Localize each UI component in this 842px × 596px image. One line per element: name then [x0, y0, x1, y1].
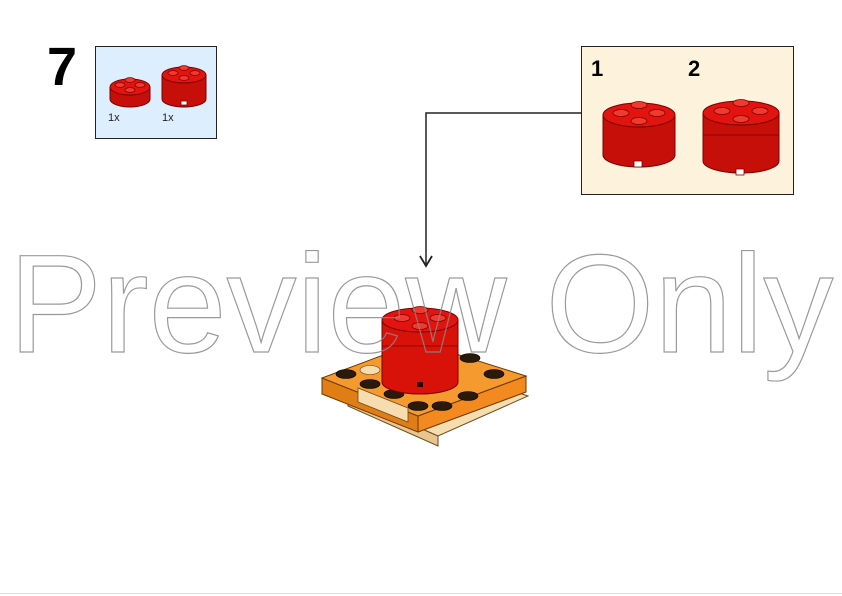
- sub-step-number-1: 1: [591, 56, 604, 81]
- sub-step-number-2: 2: [688, 56, 701, 81]
- part-qty-2: 1x: [162, 112, 174, 124]
- sub-step-1-brick-icon: [602, 101, 676, 168]
- bottom-divider: [0, 593, 842, 594]
- assembled-model-illustration: [320, 306, 530, 447]
- round-brick-tall-icon: [161, 65, 207, 108]
- watermark-text: Preview Only: [9, 225, 834, 382]
- sub-step-2-brick-icon: [702, 99, 780, 176]
- parts-list: 1x 1x: [95, 46, 217, 139]
- round-brick-small-icon: [109, 77, 151, 108]
- part-qty-1: 1x: [108, 112, 120, 124]
- step-number: 7: [47, 37, 78, 97]
- sub-step-callout: 1 2: [581, 46, 794, 195]
